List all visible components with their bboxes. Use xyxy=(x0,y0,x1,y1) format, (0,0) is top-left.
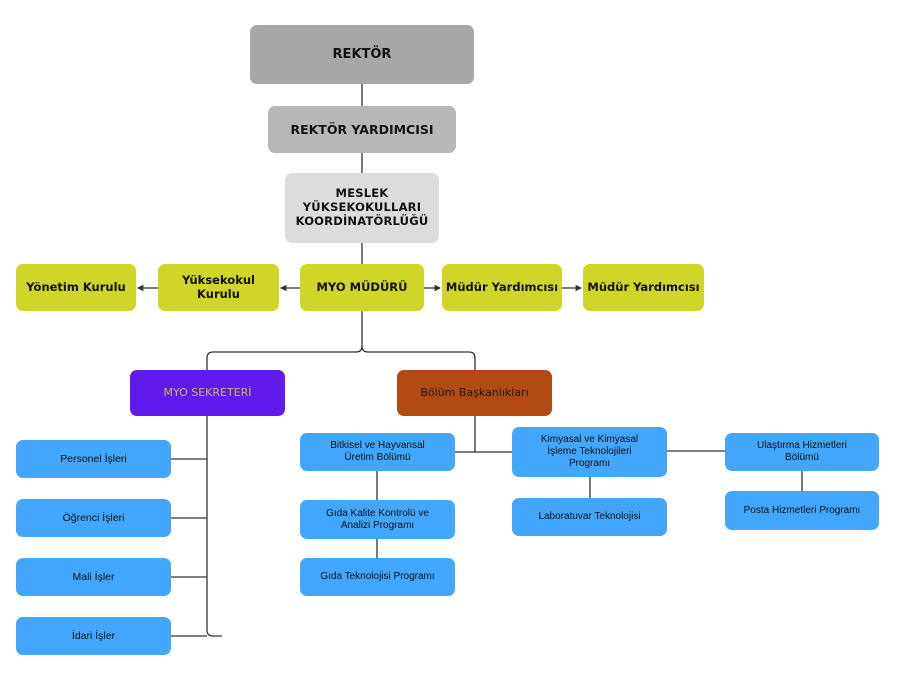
node-bolum-baskanliklari[interactable]: Bölüm Başkanlıkları xyxy=(397,370,552,416)
node-personel-isleri-label: Personel İşleri xyxy=(60,452,127,465)
node-bolum-baskanliklari-label: Bölüm Başkanlıkları xyxy=(420,386,529,400)
node-gida-teknolojisi-label: Gıda Teknolojisi Programı xyxy=(320,571,435,582)
connector-mudur-split-right xyxy=(361,345,476,370)
node-koordinatorluk-line1: MESLEK xyxy=(335,186,389,201)
connector-secretary-spine xyxy=(206,416,222,637)
node-yonetim-kurulu-label: Yönetim Kurulu xyxy=(26,279,126,294)
node-rektor-label: REKTÖR xyxy=(332,46,392,62)
node-gida-kalite-kontrolu-line1: Gıda Kalite Kontrolü ve xyxy=(326,507,429,519)
node-mudur-yardimcisi-1[interactable]: Müdür Yardımcısı xyxy=(442,264,562,311)
node-rektor[interactable]: REKTÖR xyxy=(250,25,474,84)
node-rektor-yardimcisi-label: REKTÖR YARDIMCISI xyxy=(290,122,434,137)
node-laboratuvar-teknolojisi[interactable]: Laboratuvar Teknolojisi xyxy=(512,498,667,536)
node-bitkisel-hayvansal[interactable]: Bitkisel ve Hayvansal Üretim Bölümü xyxy=(300,433,455,471)
node-kimyasal-isleme-line1: Kimyasal ve Kimyasal xyxy=(540,434,639,445)
node-posta-hizmetleri-label: Posta Hizmetleri Programı xyxy=(743,504,861,516)
node-koordinatorluk-line2: YÜKSEKOKULLARI xyxy=(302,200,422,215)
node-ogrenci-isleri-label: Öğrenci İşleri xyxy=(62,511,125,524)
node-ulastirma-hizmetleri-line2: Bölümü xyxy=(785,452,819,463)
node-yuksekokul-kurulu[interactable]: Yüksekokul Kurulu xyxy=(158,264,279,311)
node-koordinatorluk-line3: KOORDİNATÖRLÜĞÜ xyxy=(295,213,429,228)
node-myo-sekreteri[interactable]: MYO SEKRETERİ xyxy=(130,370,285,416)
node-bitkisel-hayvansal-line2: Üretim Bölümü xyxy=(344,452,411,463)
node-myo-muduru[interactable]: MYO MÜDÜRÜ xyxy=(300,264,424,311)
node-myo-muduru-label: MYO MÜDÜRÜ xyxy=(316,279,408,294)
node-mudur-yardimcisi-2[interactable]: Müdür Yardımcısı xyxy=(583,264,704,311)
node-posta-hizmetleri[interactable]: Posta Hizmetleri Programı xyxy=(725,491,879,530)
node-kimyasal-isleme-line2: İşleme Teknolojileri xyxy=(547,446,632,457)
node-gida-teknolojisi[interactable]: Gıda Teknolojisi Programı xyxy=(300,558,455,596)
node-ulastirma-hizmetleri[interactable]: Ulaştırma Hizmetleri Bölümü xyxy=(725,433,879,471)
node-mudur-yardimcisi-2-label: Müdür Yardımcısı xyxy=(587,279,700,294)
node-mali-isler-label: Mali İşler xyxy=(72,570,115,583)
node-yuksekokul-kurulu-line2: Kurulu xyxy=(197,286,240,301)
node-idari-isler-label: İdari İşler xyxy=(71,629,116,642)
node-bitkisel-hayvansal-line1: Bitkisel ve Hayvansal xyxy=(330,440,425,451)
node-gida-kalite-kontrolu-line2: Analizi Programı xyxy=(340,519,415,531)
node-yuksekokul-kurulu-line1: Yüksekokul xyxy=(182,272,255,287)
node-mudur-yardimcisi-1-label: Müdür Yardımcısı xyxy=(445,279,559,294)
node-idari-isler[interactable]: İdari İşler xyxy=(16,617,171,655)
node-mali-isler[interactable]: Mali İşler xyxy=(16,558,171,596)
node-gida-kalite-kontrolu[interactable]: Gıda Kalite Kontrolü ve Analizi Programı xyxy=(300,500,455,539)
node-laboratuvar-teknolojisi-label: Laboratuvar Teknolojisi xyxy=(538,511,641,522)
node-kimyasal-isleme-line3: Programı xyxy=(568,458,611,469)
node-koordinatorluk[interactable]: MESLEK YÜKSEKOKULLARI KOORDİNATÖRLÜĞÜ xyxy=(285,173,439,243)
node-rektor-yardimcisi[interactable]: REKTÖR YARDIMCISI xyxy=(268,106,456,153)
node-personel-isleri[interactable]: Personel İşleri xyxy=(16,440,171,478)
node-ulastirma-hizmetleri-line1: Ulaştırma Hizmetleri xyxy=(756,440,847,451)
node-yonetim-kurulu[interactable]: Yönetim Kurulu xyxy=(16,264,136,311)
node-ogrenci-isleri[interactable]: Öğrenci İşleri xyxy=(16,499,171,537)
connector-mudur-split xyxy=(206,311,363,370)
node-myo-sekreteri-label: MYO SEKRETERİ xyxy=(163,386,252,400)
node-kimyasal-isleme[interactable]: Kimyasal ve Kimyasal İşleme Teknolojiler… xyxy=(512,427,667,477)
